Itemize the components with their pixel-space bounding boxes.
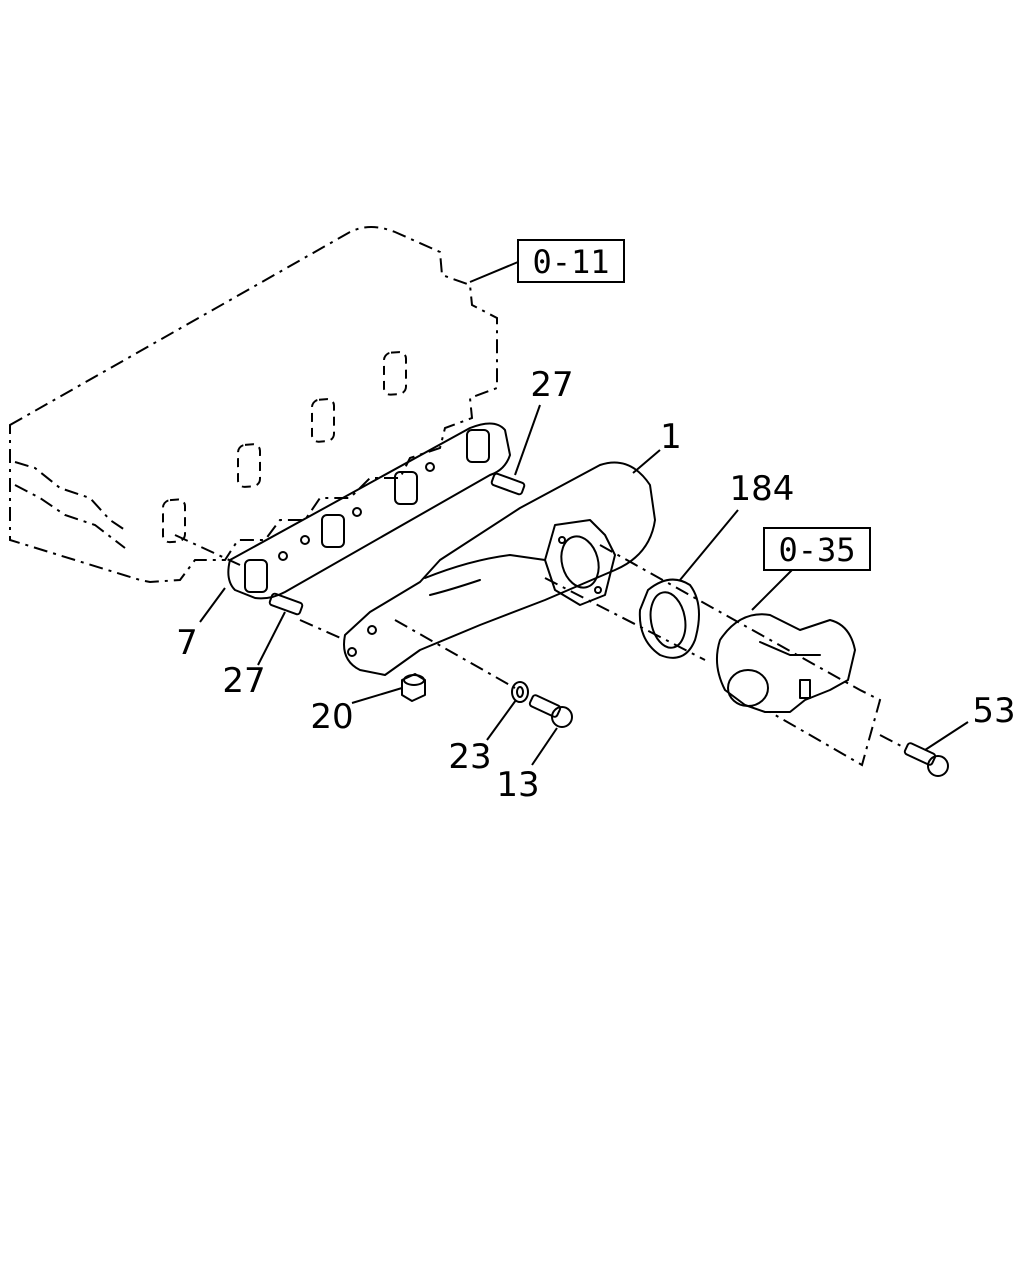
assembly-lines <box>174 534 906 767</box>
callout-27-bottom: 27 <box>222 661 265 701</box>
callout-53: 53 <box>972 691 1015 731</box>
callout-1: 1 <box>660 417 682 457</box>
callout-20: 20 <box>310 697 353 737</box>
flange-gasket-icon <box>638 578 700 659</box>
callout-23: 23 <box>448 737 491 777</box>
reference-label-0-35: 0-35 <box>778 531 855 569</box>
bolt-icon <box>528 694 573 728</box>
leader-lines <box>199 261 969 766</box>
elbow-assembly-icon <box>715 613 856 713</box>
exhaust-manifold-icon <box>343 461 656 676</box>
reference-box-0-35: 0-35 <box>763 527 871 571</box>
callout-7: 7 <box>176 623 198 663</box>
cylinder-head-outline <box>9 226 498 584</box>
stud-icon <box>490 472 526 496</box>
washer-icon <box>511 681 529 703</box>
callout-27-top: 27 <box>530 365 573 405</box>
callout-184: 184 <box>730 469 795 509</box>
bolt-icon <box>903 742 949 777</box>
reference-box-0-11: 0-11 <box>517 239 625 283</box>
manifold-gasket-icon <box>227 422 511 600</box>
reference-label-0-11: 0-11 <box>532 243 609 281</box>
stud-icon <box>268 592 304 616</box>
nut-icon <box>401 673 426 702</box>
callout-13: 13 <box>496 765 539 805</box>
